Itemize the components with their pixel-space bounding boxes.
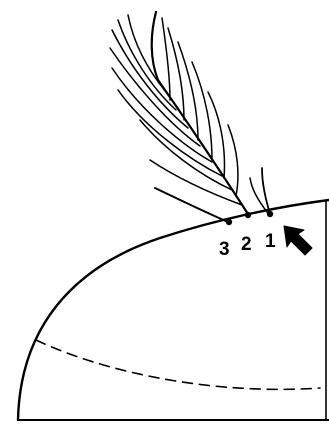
hair-shaft-3	[155, 188, 228, 222]
feather-tuft	[110, 12, 270, 222]
scalp-outline	[18, 200, 329, 420]
feather-rachis	[152, 12, 248, 214]
point-3	[226, 219, 232, 225]
outer-curve	[18, 200, 329, 420]
label-2: 2	[241, 234, 252, 255]
arrow-pointer-icon	[284, 226, 312, 255]
point-1	[267, 211, 273, 217]
dashed-inner-line	[36, 340, 320, 389]
point-2	[245, 212, 251, 218]
label-3: 3	[219, 239, 230, 260]
label-1: 1	[265, 231, 276, 252]
